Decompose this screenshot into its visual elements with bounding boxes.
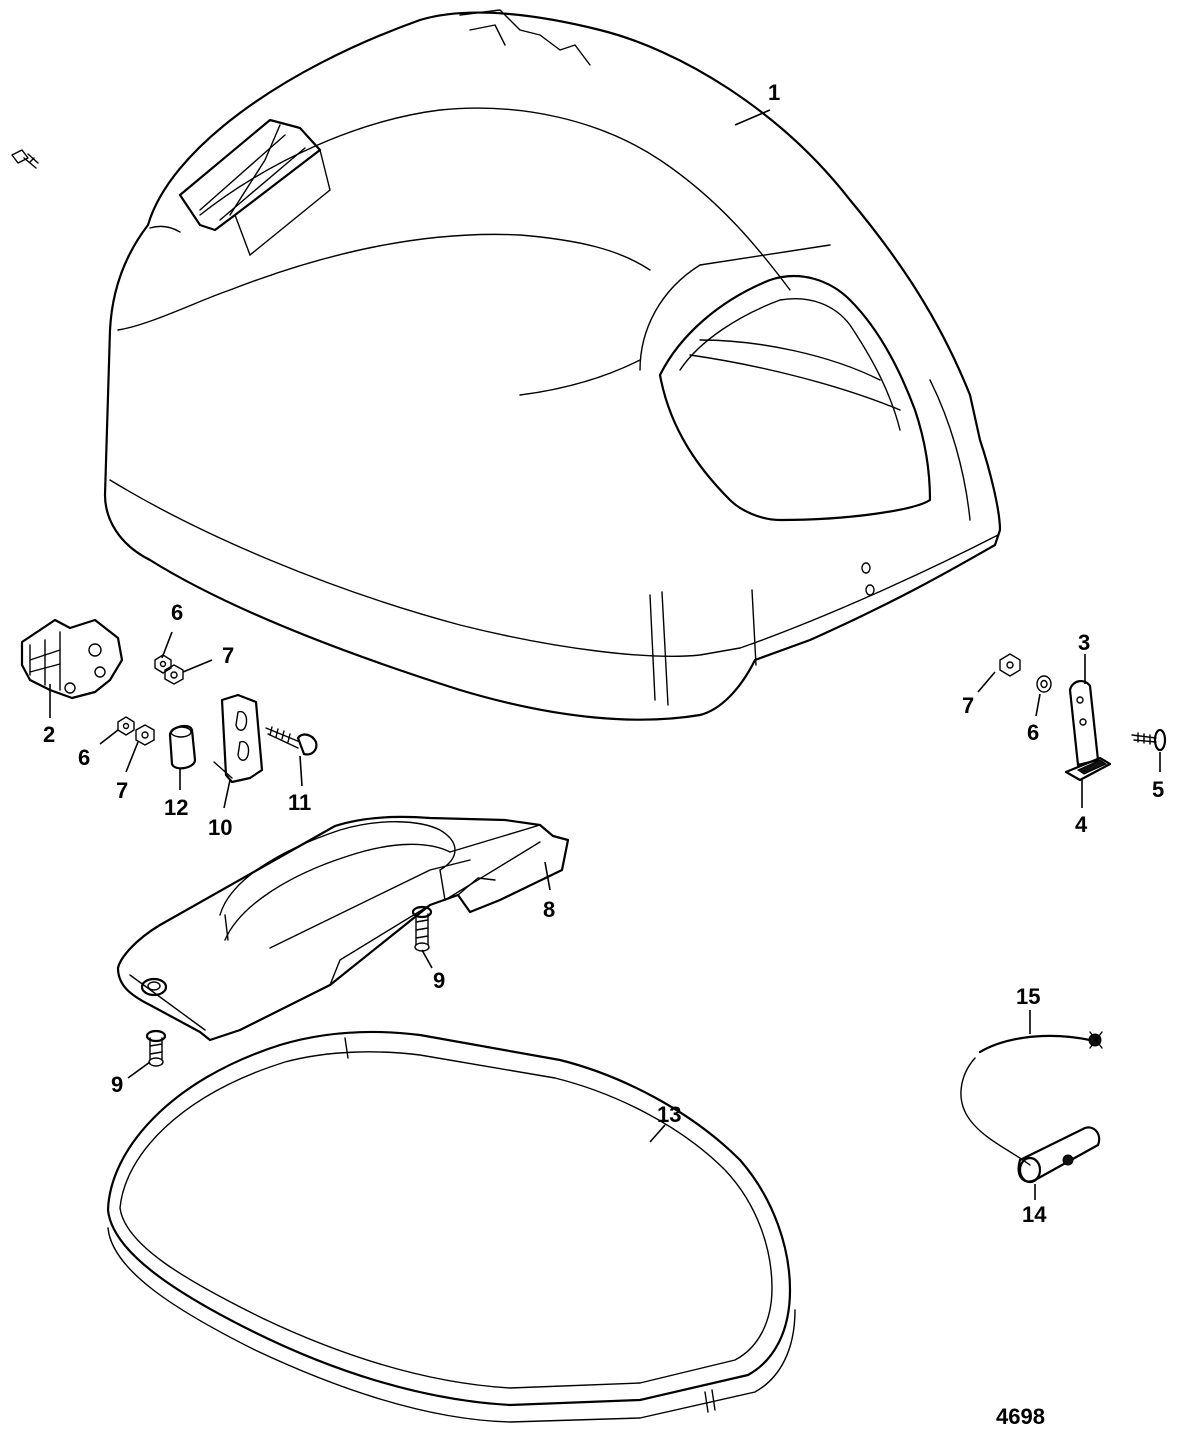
screw-top-left — [11, 149, 39, 169]
latch-part — [20, 618, 124, 700]
callout-6-left-lower: 6 — [78, 745, 90, 770]
callout-7-left-lower: 7 — [116, 778, 128, 803]
callout-12: 12 — [164, 795, 188, 820]
callout-15: 15 — [1016, 984, 1040, 1009]
screw-5 — [1131, 728, 1167, 752]
screw-9-upper — [411, 905, 433, 952]
callout-7-left-upper: 7 — [222, 643, 234, 668]
tether-15 — [960, 1031, 1103, 1166]
callout-11: 11 — [288, 790, 311, 815]
callout-1: 1 — [768, 80, 780, 105]
callout-7-right: 7 — [962, 693, 974, 718]
handle-8 — [116, 815, 570, 1042]
nut-7-right — [999, 653, 1021, 677]
callout-9-upper: 9 — [433, 968, 445, 993]
figure-number: 4698 — [996, 1404, 1045, 1429]
callout-4: 4 — [1075, 812, 1088, 837]
hinge-3 — [1068, 680, 1100, 767]
callout-8: 8 — [543, 897, 555, 922]
washer-6-left-lower — [117, 716, 135, 736]
top-cowl-part — [103, 9, 1002, 721]
bracket-10 — [213, 693, 264, 784]
callout-9-lower: 9 — [111, 1072, 123, 1097]
screw-9-lower — [145, 1029, 167, 1067]
callout-5: 5 — [1152, 777, 1164, 802]
washer-6-right — [1036, 675, 1052, 693]
callout-3: 3 — [1078, 630, 1090, 655]
bracket-4 — [1064, 756, 1112, 782]
nut-7-left-lower — [135, 724, 155, 746]
callout-6-left-upper: 6 — [171, 600, 183, 625]
callout-6-right: 6 — [1027, 720, 1039, 745]
spacer-12 — [168, 724, 197, 770]
key-14 — [1017, 1126, 1101, 1184]
callout-2: 2 — [43, 722, 55, 747]
callout-13: 13 — [657, 1102, 681, 1127]
washer-6-left-upper — [154, 654, 172, 674]
callout-14: 14 — [1022, 1202, 1047, 1227]
leader-lines — [49, 109, 1161, 1200]
nut-7-left-upper — [164, 664, 184, 685]
screw-11 — [265, 726, 318, 756]
callout-10: 10 — [208, 815, 232, 840]
seal-13 — [106, 1030, 796, 1423]
